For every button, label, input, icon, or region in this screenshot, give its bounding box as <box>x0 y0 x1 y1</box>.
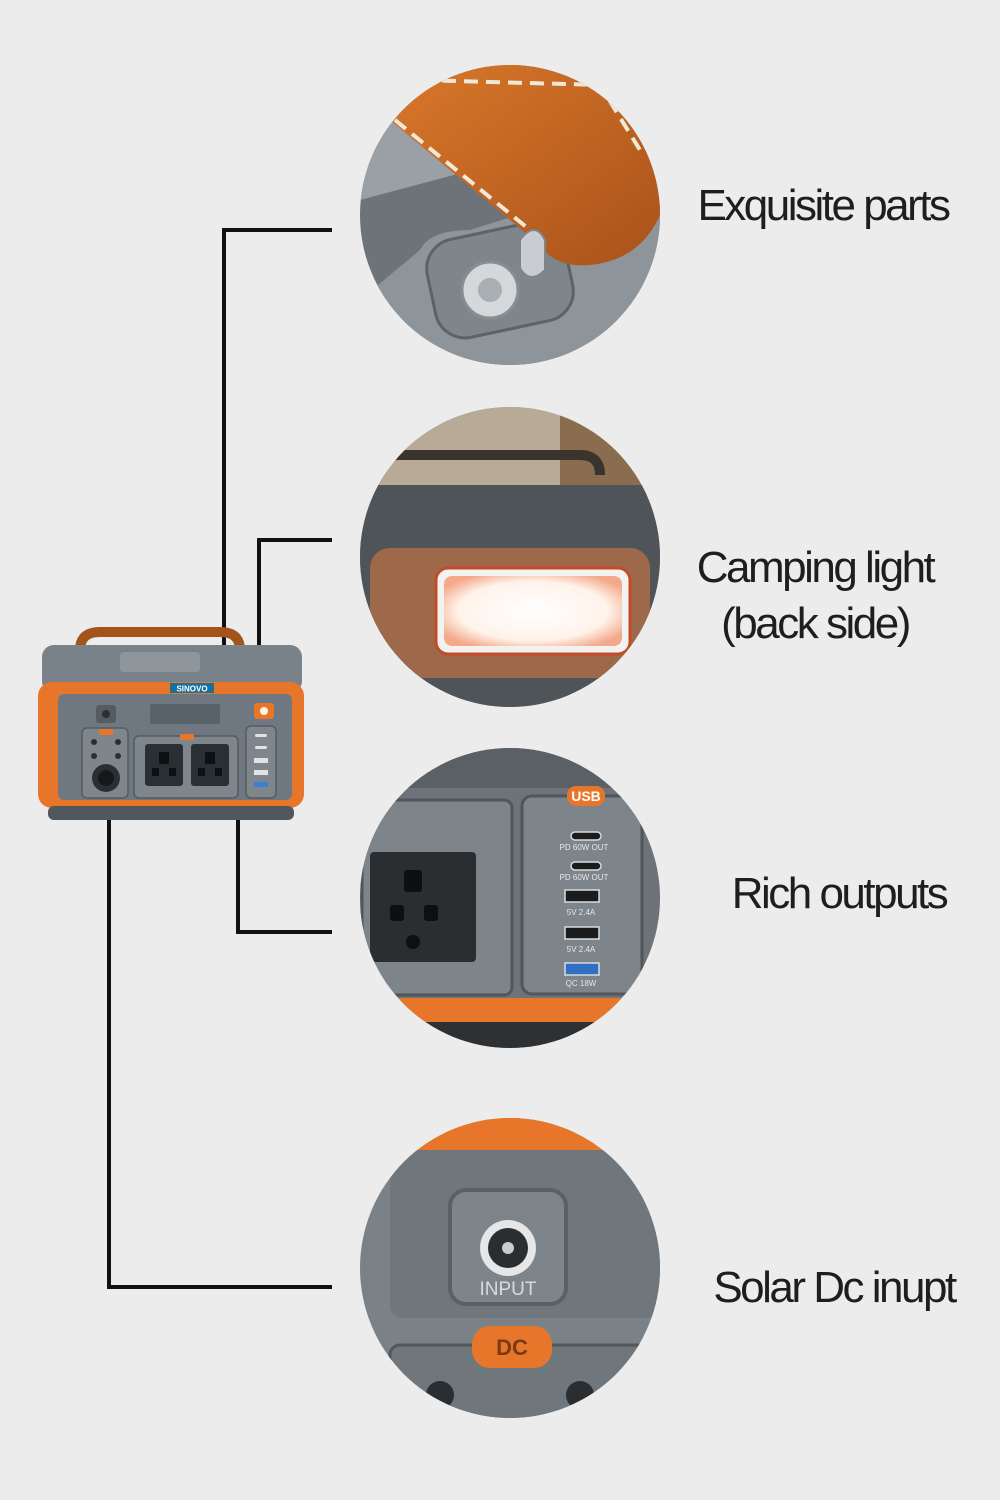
feature-label-exquisite-parts: Exquisite parts <box>688 178 958 234</box>
connector-line-handle <box>222 228 332 652</box>
input-label: INPUT <box>480 1279 537 1300</box>
connector-line-dc-input <box>107 768 332 1289</box>
feature-label-line: Exquisite parts <box>697 181 951 230</box>
detail-circle-camping-light <box>360 407 660 707</box>
usb-badge: USB <box>571 788 601 804</box>
feature-label-line: Camping light <box>696 543 936 592</box>
brand-label: SINOVO <box>176 685 207 694</box>
feature-label-solar-dc-input: Solar Dc inupt <box>694 1260 974 1316</box>
connector-line-outputs <box>236 788 332 934</box>
port-label-4: 5V 2.4A <box>567 945 596 954</box>
feature-label-rich-outputs: Rich outputs <box>712 866 966 922</box>
feature-label-line: Solar Dc inupt <box>713 1263 957 1312</box>
detail-circle-handle <box>360 65 660 365</box>
port-label-3: 5V 2.4A <box>567 908 596 917</box>
port-label-1: PD 60W OUT <box>560 843 609 852</box>
feature-label-line: (back side) <box>721 599 911 648</box>
feature-label-camping-light: Camping light (back side) <box>680 540 950 652</box>
detail-circle-rich-outputs: USB PD 60W OUT PD 60W OUT 5V 2.4A 5V 2.4… <box>360 748 660 1048</box>
port-label-5: QC 18W <box>566 979 597 988</box>
feature-label-line: Rich outputs <box>731 869 949 918</box>
detail-circle-dc-input: INPUT DC <box>360 1118 660 1418</box>
power-station: SINOVO <box>38 627 304 820</box>
connector-lines <box>107 228 332 1289</box>
connector-line-light <box>257 538 332 662</box>
dc-badge: DC <box>496 1335 528 1360</box>
power-station-handle <box>75 627 245 655</box>
port-label-2: PD 60W OUT <box>560 873 609 882</box>
